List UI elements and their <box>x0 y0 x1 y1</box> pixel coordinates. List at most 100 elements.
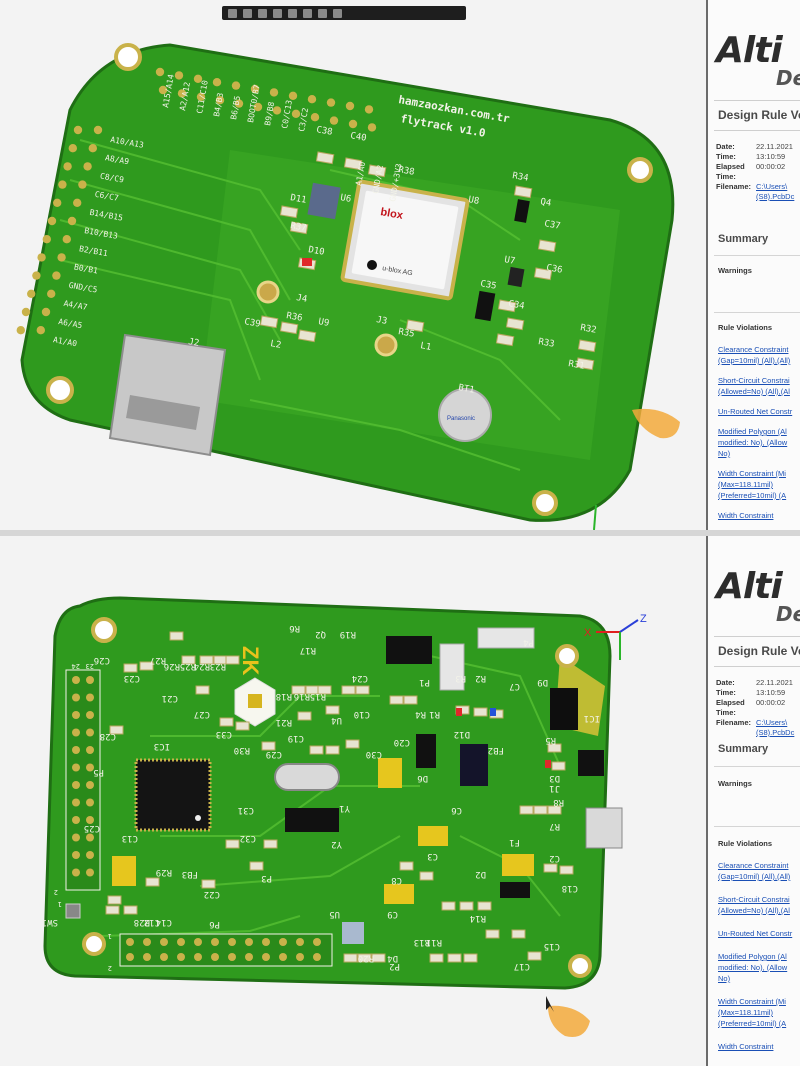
silk-refdes-r26: R26 <box>164 661 180 671</box>
silk-refdes-r19: R19 <box>340 629 356 639</box>
transistor-q4 <box>514 199 530 223</box>
header-pad <box>155 67 165 77</box>
rule-violation-link[interactable]: Width Constraint <box>718 1042 774 1051</box>
layer-icon[interactable] <box>333 8 342 18</box>
undo-icon[interactable] <box>243 8 252 18</box>
summary-heading: Summary <box>718 743 769 755</box>
elapsed-label-2: Time: <box>716 708 736 717</box>
crystal-y1 <box>274 763 340 791</box>
date-label: Date: <box>716 142 735 151</box>
rule-violation-link[interactable]: Clearance Constraint(Gap=10mil) (All),(A… <box>718 345 791 365</box>
rule-violation-link[interactable]: Width Constraint (Mi(Max=118.11mil)(Pref… <box>718 469 787 500</box>
silk-refdes-u7: U7 <box>503 255 515 267</box>
view-icon[interactable] <box>318 8 327 18</box>
viewport-toolbar <box>222 6 466 20</box>
silk-refdes-ic3: IC3 <box>154 741 170 751</box>
elapsed-label: Elapsed <box>716 698 745 707</box>
smd-component <box>343 157 363 171</box>
smd-component <box>107 895 122 905</box>
smd-component <box>261 741 276 751</box>
silk-refdes-p1: P1 <box>419 677 430 687</box>
mounting-hole <box>627 157 653 183</box>
silk-refdes-c36: C36 <box>545 263 563 276</box>
regulator-fb2 <box>460 744 488 786</box>
pcb-3d-viewport-top[interactable]: blox u-blox AG Panasonic hamzaozkan.com.… <box>0 0 706 530</box>
silk-refdes-ic1: IC1 <box>584 713 600 723</box>
warnings-heading: Warnings <box>718 779 752 788</box>
rule-violation-link[interactable]: Clearance Constraint(Gap=10mil) (All),(A… <box>718 861 791 881</box>
altium-logo-sub: De <box>776 602 800 626</box>
header-pad <box>86 763 94 772</box>
filename-link[interactable]: C:\Users\ <box>756 182 788 191</box>
silk-refdes-c23: C23 <box>124 673 140 683</box>
header-pad <box>326 98 336 107</box>
silk-refdes-c3: C3 <box>427 851 438 861</box>
smd-component <box>511 929 526 939</box>
rule-violation-link[interactable]: Short-Circuit Constrai(Allowed=No) (All)… <box>718 895 790 915</box>
smd-component <box>325 705 340 715</box>
header-pad <box>253 102 263 112</box>
header-pad <box>177 89 187 98</box>
rule-violation-link[interactable]: Width Constraint <box>718 511 774 520</box>
filter-icon[interactable] <box>228 8 237 18</box>
header-pad <box>67 216 77 226</box>
silk-refdes-r6: R6 <box>289 623 300 633</box>
header-pad <box>93 125 103 135</box>
rule-violation-link[interactable]: Width Constraint (Mi(Max=118.11mil)(Pref… <box>718 997 787 1028</box>
rule-violation-link[interactable]: Short-Circuit Constrai(Allowed=No) (All)… <box>718 376 790 396</box>
silk-refdes-q4: Q4 <box>539 197 551 209</box>
silk-pin-label: A1/A0 <box>354 161 367 186</box>
silk-refdes-c9: C9 <box>387 909 398 919</box>
diode-d6 <box>416 734 436 768</box>
smd-component <box>195 685 210 695</box>
silk-refdes-c18: C18 <box>562 883 578 893</box>
logo-text: ZK <box>238 646 263 675</box>
silk-refdes-r29: R29 <box>156 867 172 877</box>
date-value: 22.11.2021 <box>756 142 793 151</box>
smd-component <box>477 901 492 911</box>
rotate-icon[interactable] <box>288 8 297 18</box>
header-pad <box>73 125 83 135</box>
led-d3 <box>545 760 551 768</box>
zoom-icon[interactable] <box>303 8 312 18</box>
move-icon[interactable] <box>258 8 267 18</box>
filename-link-2[interactable]: (S8).PcbDc <box>756 192 795 201</box>
tantalum-cap-c30 <box>378 758 402 788</box>
silk-refdes-y1: Y1 <box>339 803 350 813</box>
silk-refdes-r5: R5 <box>545 735 556 745</box>
smd-component <box>145 877 160 887</box>
filename-link[interactable]: C:\Users\ <box>756 718 788 727</box>
filename-label: Filename: <box>716 718 752 727</box>
silk-refdes-j4: J4 <box>295 293 307 305</box>
silk-refdes-c26: C26 <box>94 655 110 665</box>
divider <box>714 826 800 827</box>
filename-link-2[interactable]: (S8).PcbDc <box>756 728 795 737</box>
led-d10 <box>302 258 312 266</box>
header-pad <box>88 144 98 153</box>
header-pad <box>291 109 301 119</box>
rule-violation-link[interactable]: Un-Routed Net Constr <box>718 929 793 938</box>
silk-refdes-d11: D11 <box>289 193 307 206</box>
silk-refdes-c14: C14 <box>156 917 172 927</box>
logo-chip-icon <box>248 694 262 708</box>
smd-component <box>123 663 138 673</box>
header-pads-left <box>72 676 94 877</box>
mounting-hole <box>555 644 579 668</box>
rule-violation-link[interactable]: Un-Routed Net Constr <box>718 407 793 416</box>
ic-u5 <box>342 922 364 944</box>
header-pad <box>279 938 287 946</box>
smd-parts-top <box>259 151 597 371</box>
silk-refdes-c25: C25 <box>84 823 100 833</box>
silk-refdes-d9: D9 <box>537 677 548 687</box>
trace-group <box>59 139 561 471</box>
ic-u7 <box>507 266 525 288</box>
select-icon[interactable] <box>273 8 282 18</box>
header-pad <box>194 938 202 946</box>
mounting-hole <box>46 376 74 404</box>
header-pad <box>174 71 184 80</box>
silk-refdes-p5: P5 <box>93 767 104 777</box>
